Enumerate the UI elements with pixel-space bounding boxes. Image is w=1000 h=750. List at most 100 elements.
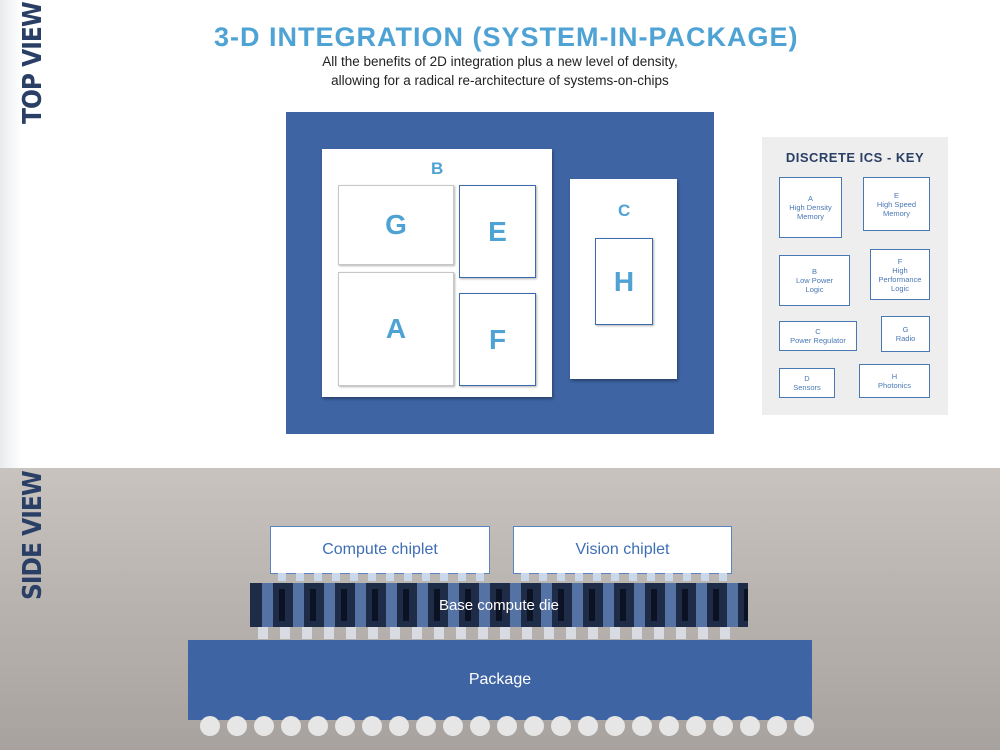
solder-ball bbox=[740, 716, 760, 736]
micro-bump bbox=[314, 573, 322, 581]
key-item-b-name-2: Logic bbox=[805, 285, 824, 294]
tsv-bump bbox=[676, 627, 686, 639]
micro-bump bbox=[719, 573, 727, 581]
solder-ball bbox=[686, 716, 706, 736]
die-via-core bbox=[527, 589, 533, 621]
key-item-g-letter: G bbox=[902, 325, 909, 334]
tsv-bump bbox=[368, 627, 378, 639]
key-item-h: H Photonics bbox=[859, 364, 930, 398]
key-item-a: A High Density Memory bbox=[779, 177, 842, 238]
tsv-bump bbox=[522, 627, 532, 639]
solder-ball bbox=[659, 716, 679, 736]
die-via bbox=[634, 583, 645, 627]
micro-bump bbox=[404, 573, 412, 581]
solder-ball bbox=[362, 716, 382, 736]
key-item-f: F High Performance Logic bbox=[870, 249, 930, 300]
tsv-bump bbox=[324, 627, 334, 639]
solder-ball bbox=[308, 716, 328, 736]
tsv-bump bbox=[302, 627, 312, 639]
solder-ball bbox=[713, 716, 733, 736]
key-title: DISCRETE ICS - KEY bbox=[785, 150, 925, 165]
key-item-f-name-2: Performance bbox=[878, 274, 922, 284]
compute-chiplet: Compute chiplet bbox=[270, 526, 490, 574]
solder-ball bbox=[389, 716, 409, 736]
key-item-d: D Sensors bbox=[779, 368, 835, 398]
die-via bbox=[324, 583, 335, 627]
key-item-d-name-1: Sensors bbox=[793, 383, 821, 392]
key-item-e-letter: E bbox=[893, 190, 899, 200]
solder-ball bbox=[767, 716, 787, 736]
micro-bump bbox=[422, 573, 430, 581]
tsv-bump bbox=[566, 627, 576, 639]
base-compute-die: Base compute die bbox=[250, 583, 748, 627]
tsv-bump bbox=[588, 627, 598, 639]
die-via-core bbox=[682, 589, 688, 621]
key-item-e-name-2: Memory bbox=[882, 208, 911, 218]
micro-bump bbox=[611, 573, 619, 581]
key-item-a-name-2: Memory bbox=[796, 212, 825, 221]
micro-bump bbox=[665, 573, 673, 581]
key-item-a-name-1: High Density bbox=[789, 203, 832, 212]
key-item-f-letter: F bbox=[897, 256, 903, 266]
tsv-bump bbox=[478, 627, 488, 639]
chip-f: F bbox=[459, 293, 536, 386]
solder-ball bbox=[578, 716, 598, 736]
top-view-label: TOP VIEW bbox=[18, 2, 48, 124]
tsv-bump bbox=[258, 627, 268, 639]
die-via bbox=[603, 583, 614, 627]
key-item-f-name-3: Logic bbox=[891, 283, 909, 293]
tsv-bump bbox=[720, 627, 730, 639]
solder-ball bbox=[470, 716, 490, 736]
tsv-bump bbox=[346, 627, 356, 639]
side-view-label: SIDE VIEW bbox=[18, 471, 48, 600]
discrete-ics-key: DISCRETE ICS - KEY A High Density Memory… bbox=[762, 137, 948, 415]
die-via-core bbox=[403, 589, 409, 621]
micro-bump bbox=[629, 573, 637, 581]
key-item-h-letter: H bbox=[891, 372, 898, 381]
die-via-core bbox=[310, 589, 316, 621]
tsv-bump bbox=[390, 627, 400, 639]
key-item-b-name-1: Low Power bbox=[795, 276, 834, 285]
die-via-core bbox=[496, 589, 502, 621]
die-via-core bbox=[620, 589, 626, 621]
key-item-b-letter: B bbox=[811, 267, 817, 276]
die-c: C H bbox=[570, 179, 677, 379]
die-c-label: C bbox=[618, 201, 631, 220]
tsv-bump bbox=[654, 627, 664, 639]
chip-a: A bbox=[338, 272, 454, 386]
die-via-core bbox=[434, 589, 440, 621]
die-via bbox=[479, 583, 490, 627]
tsv-bump bbox=[610, 627, 620, 639]
die-via bbox=[386, 583, 397, 627]
page-title: 3-D INTEGRATION (SYSTEM-IN-PACKAGE) bbox=[214, 22, 799, 52]
die-via bbox=[448, 583, 459, 627]
solder-ball bbox=[200, 716, 220, 736]
key-item-f-name-1: High bbox=[892, 265, 908, 275]
micro-bump bbox=[701, 573, 709, 581]
die-via bbox=[696, 583, 707, 627]
die-via-core bbox=[465, 589, 471, 621]
chip-g: G bbox=[338, 185, 454, 265]
key-item-h-name-1: Photonics bbox=[878, 381, 911, 390]
micro-bump bbox=[683, 573, 691, 581]
tsv-bump bbox=[434, 627, 444, 639]
solder-ball bbox=[632, 716, 652, 736]
micro-bump bbox=[521, 573, 529, 581]
base-compute-die-label: Base compute die bbox=[438, 596, 560, 614]
key-item-b: B Low Power Logic bbox=[779, 255, 850, 306]
solder-ball bbox=[416, 716, 436, 736]
die-via-core bbox=[341, 589, 347, 621]
die-via-core bbox=[279, 589, 285, 621]
micro-bump bbox=[440, 573, 448, 581]
micro-bump bbox=[458, 573, 466, 581]
micro-bump bbox=[647, 573, 655, 581]
package-top-view: B G E A F C H bbox=[286, 112, 714, 434]
die-via-core bbox=[589, 589, 595, 621]
micro-bump bbox=[557, 573, 565, 581]
die-via bbox=[572, 583, 583, 627]
solder-ball bbox=[605, 716, 625, 736]
micro-bump bbox=[386, 573, 394, 581]
die-via bbox=[665, 583, 676, 627]
key-item-a-letter: A bbox=[807, 194, 813, 203]
die-via bbox=[293, 583, 304, 627]
